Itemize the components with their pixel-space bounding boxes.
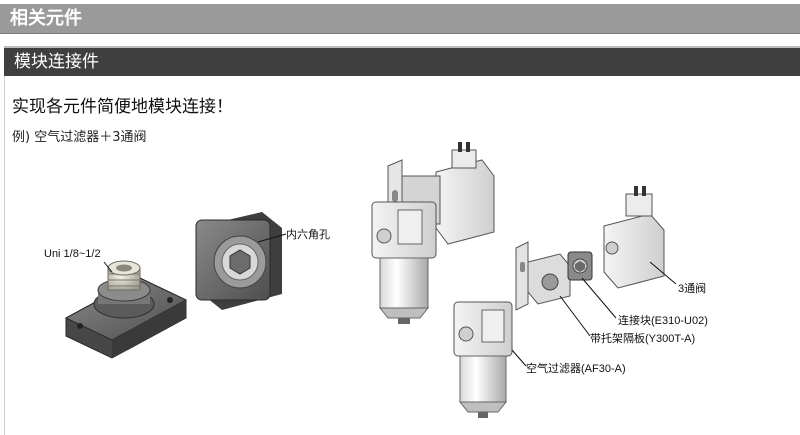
example-caption: 例) 空气过滤器＋3通阀 — [12, 130, 147, 145]
leader-lines — [511, 261, 677, 367]
subsection-title: 模块连接件 — [14, 52, 99, 72]
label-connector-block: 连接块(E310-U02) — [618, 315, 708, 327]
three-way-valve — [603, 186, 665, 289]
air-filter — [453, 301, 513, 418]
label-spacer-bracket: 带托架隔板(Y300T-A) — [590, 333, 696, 345]
uni-connector-block — [64, 260, 188, 359]
label-hex-hole: 内六角孔 — [286, 229, 330, 241]
hex-hole-plate — [195, 212, 287, 310]
section-title: 相关元件 — [10, 8, 82, 29]
headline: 实现各元件简便地模块连接！ — [12, 97, 233, 117]
subsection-title-bar: 模块连接件 — [4, 46, 800, 76]
label-three-way-valve: 3通阀 — [678, 283, 707, 295]
label-uni-thread: Uni 1/8~1/2 — [44, 248, 101, 260]
spacer-bracket — [515, 241, 571, 311]
connector-block — [567, 251, 593, 281]
label-air-filter: 空气过滤器(AF30-A) — [526, 363, 626, 375]
assembled-unit — [371, 142, 495, 324]
section-title-bar: 相关元件 — [0, 4, 800, 34]
